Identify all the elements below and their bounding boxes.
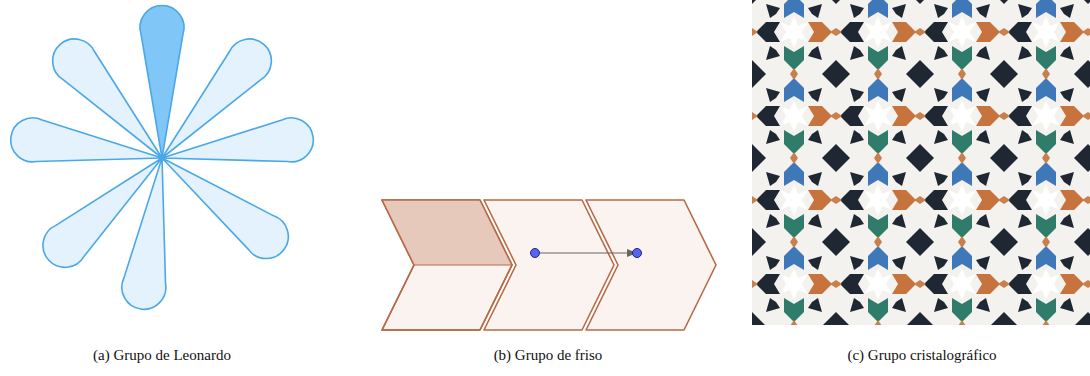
translation-vector (531, 249, 642, 258)
subfigure-caption: (c) Grupo cristalográfico (772, 347, 1072, 364)
subfigure-caption: (b) Grupo de friso (398, 347, 698, 364)
frieze-chevrons (382, 200, 716, 330)
crystallographic-tiling (752, 0, 1090, 325)
leonardo-flower (8, 5, 316, 312)
subfigure-caption: (a) Grupo de Leonardo (12, 347, 312, 364)
